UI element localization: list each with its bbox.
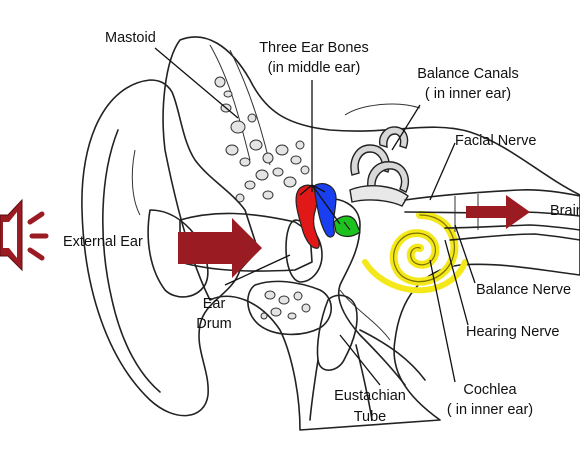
balance-canals [349, 126, 410, 207]
label-facial-nerve: Facial Nerve [455, 133, 536, 149]
label-hearing-nerve: Hearing Nerve [466, 324, 560, 340]
label-cochlea-line2: ( in inner ear) [447, 402, 533, 418]
stirrup-bone [333, 215, 361, 238]
lower-bone-cells [247, 280, 333, 336]
label-three-ear-bones-line1: Three Ear Bones [259, 40, 369, 56]
leader-lines [154, 47, 476, 386]
label-balance-canals-line2: ( in inner ear) [425, 86, 511, 102]
label-balance-canals-line1: Balance Canals [417, 66, 519, 82]
label-three-ear-bones-line2: (in middle ear) [268, 60, 361, 76]
anvil-bone [313, 183, 337, 238]
label-cochlea-line1: Cochlea [463, 382, 517, 398]
label-brain: Brain [550, 203, 580, 219]
mastoid-air-cells [214, 76, 310, 203]
ossicles [295, 183, 361, 249]
label-eustachian-tube-line2: Tube [354, 409, 387, 425]
cochlea [362, 211, 468, 294]
label-balance-nerve: Balance Nerve [476, 282, 571, 298]
label-mastoid: Mastoid [105, 30, 156, 46]
ear-canal [179, 212, 313, 272]
sound-arrow-icon [178, 218, 262, 278]
speaker-sound-icon [0, 198, 49, 272]
label-external-ear: External Ear [63, 234, 143, 250]
signal-arrow-icon [466, 195, 530, 229]
label-eustachian-tube-line1: Eustachian [334, 388, 406, 404]
label-ear-drum-line1: Ear [203, 296, 226, 312]
outer-ear [81, 79, 259, 417]
label-ear-drum-line2: Drum [196, 316, 231, 332]
middle-ear-cavity [309, 198, 426, 421]
